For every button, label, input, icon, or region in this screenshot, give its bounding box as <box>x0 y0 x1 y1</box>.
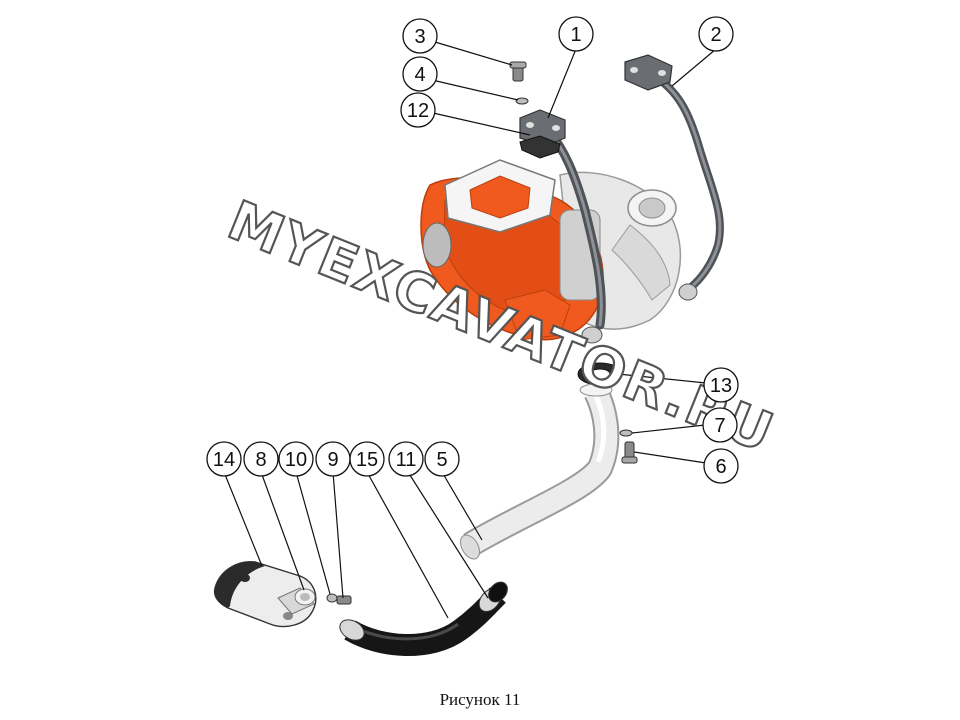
callout-5: 5 <box>424 441 460 477</box>
leader-lines <box>223 41 717 619</box>
oil-return-tube <box>624 54 724 301</box>
svg-text:1: 1 <box>570 24 581 46</box>
svg-text:15: 15 <box>356 449 378 471</box>
callout-12: 12 <box>400 92 436 128</box>
oil-supply-end <box>581 326 603 344</box>
svg-text:12: 12 <box>407 100 429 122</box>
svg-text:3: 3 <box>414 26 425 48</box>
oil-return-flange <box>624 54 673 91</box>
svg-text:8: 8 <box>255 449 266 471</box>
callout-3: 3 <box>402 18 438 54</box>
oil-supply-tube <box>519 109 606 344</box>
callout-4: 4 <box>402 56 438 92</box>
svg-text:4: 4 <box>414 64 425 86</box>
pipe-stub-8 <box>277 587 316 615</box>
drain-pipe-top <box>579 383 613 397</box>
callout-6: 6 <box>703 448 739 484</box>
bolt-9 <box>336 595 352 605</box>
callout-2: 2 <box>698 16 734 52</box>
callout-11: 11 <box>388 441 424 477</box>
svg-text:11: 11 <box>396 449 417 471</box>
oil-supply-flange <box>519 109 566 147</box>
oil-return-end <box>678 283 698 301</box>
svg-text:13: 13 <box>710 375 732 397</box>
bolt-6 <box>621 441 638 464</box>
drain-pipe-5 <box>460 383 620 560</box>
svg-text:10: 10 <box>285 449 307 471</box>
svg-text:9: 9 <box>327 449 338 471</box>
washer-7 <box>619 429 633 437</box>
drain-pipe-bottom <box>460 534 480 560</box>
callout-10: 10 <box>278 441 314 477</box>
bolt-3 <box>509 61 527 82</box>
callout-7: 7 <box>702 407 738 443</box>
washer-4 <box>515 97 529 105</box>
callout-8: 8 <box>243 441 279 477</box>
callouts: 1 2 3 4 12 13 7 6 <box>206 16 739 484</box>
hose-15 <box>344 587 506 656</box>
svg-text:5: 5 <box>436 449 447 471</box>
gasket-12 <box>519 135 561 159</box>
svg-text:6: 6 <box>715 456 726 478</box>
turbine-outlet <box>422 222 452 268</box>
turbocharger <box>420 159 682 341</box>
callout-9: 9 <box>315 441 351 477</box>
callout-15: 15 <box>349 441 385 477</box>
washer-10 <box>326 593 338 603</box>
svg-text:2: 2 <box>710 24 721 46</box>
figure-caption: Рисунок 11 <box>439 690 521 709</box>
svg-text:7: 7 <box>714 415 725 437</box>
callout-1: 1 <box>558 16 594 52</box>
svg-text:14: 14 <box>213 449 235 471</box>
callout-13: 13 <box>703 367 739 403</box>
callout-14: 14 <box>206 441 242 477</box>
clamp-11 <box>339 581 508 641</box>
